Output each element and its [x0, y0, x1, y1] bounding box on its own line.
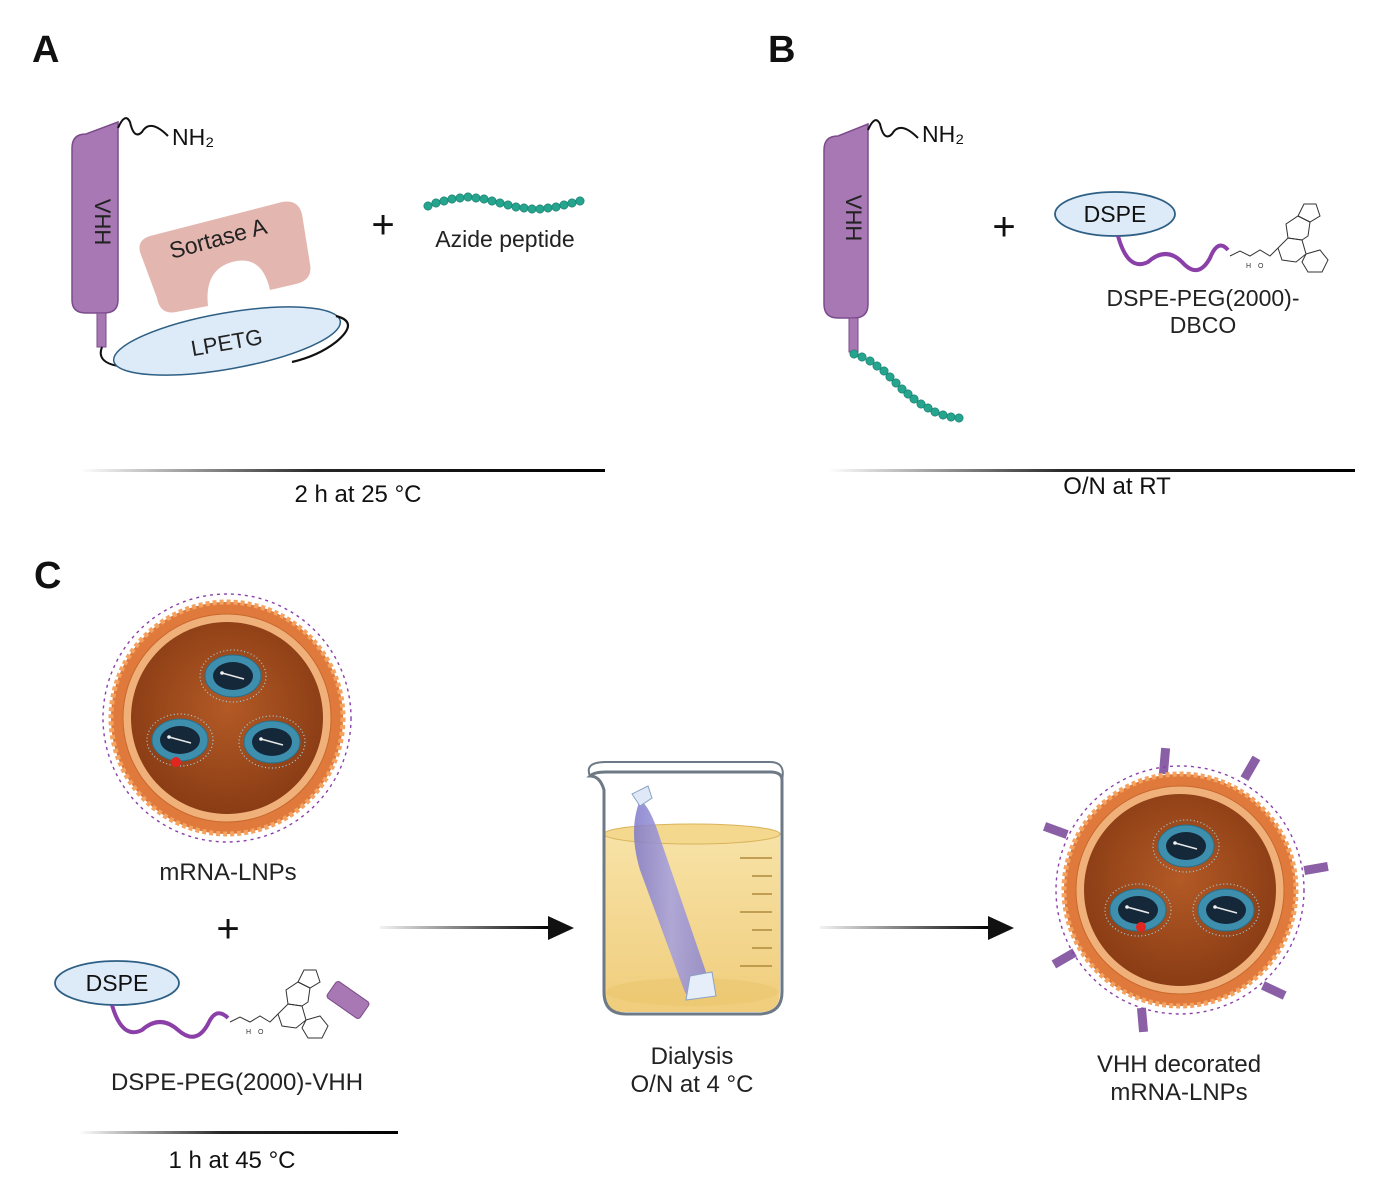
- panel-b-plus: +: [992, 205, 1015, 249]
- panel-a-letter: A: [32, 29, 59, 71]
- panel-a-divider: [80, 469, 605, 472]
- panel-b-product-line1: DSPE-PEG(2000)-: [1106, 285, 1299, 311]
- sortase-enzyme-icon: [139, 201, 311, 313]
- dspe-peg-vhh-icon: [54, 960, 370, 1039]
- dialysis-beaker-icon: [586, 761, 784, 1016]
- panel-b-product-line2: DBCO: [1170, 312, 1236, 338]
- panel-c: C mRNA-LNPs + DSPE DSPE-PEG(2000)-VHH 1 …: [34, 555, 1329, 1174]
- lpetg-tag: [112, 306, 350, 376]
- conjugate-dspe-label: DSPE: [86, 970, 149, 996]
- panel-a-nh2-label: NH₂: [172, 124, 214, 150]
- panel-a-vhh-label: VHH: [90, 199, 115, 245]
- dialysis-label-line1: Dialysis: [651, 1043, 734, 1070]
- dbco-structure-icon: [1229, 203, 1329, 273]
- product-label-line2: mRNA-LNPs: [1110, 1079, 1247, 1106]
- panel-a: A NH₂ VHH Sortase A LPETG +: [32, 29, 605, 508]
- dbco-structure-icon: [229, 969, 329, 1039]
- lipid-nanoparticle-icon: [1043, 747, 1329, 1033]
- panel-c-letter: C: [34, 555, 61, 597]
- lnp-label: mRNA-LNPs: [159, 859, 296, 886]
- panel-b: B NH₂ VHH + DSPE DSPE-PEG(2000)- DBCO O/…: [768, 29, 1355, 500]
- panel-b-condition: O/N at RT: [1063, 473, 1171, 500]
- panel-c-plus: +: [216, 907, 239, 951]
- arrow-icon: [820, 916, 1014, 940]
- product-label-line1: VHH decorated: [1097, 1051, 1261, 1078]
- panel-b-nh2-label: NH₂: [922, 121, 964, 147]
- panel-b-divider: [828, 469, 1355, 472]
- dialysis-label-line2: O/N at 4 °C: [631, 1071, 754, 1098]
- panel-a-condition: 2 h at 25 °C: [294, 481, 421, 508]
- conjugate-label: DSPE-PEG(2000)-VHH: [111, 1069, 363, 1096]
- lipid-nanoparticle-icon: [102, 593, 352, 843]
- panel-c-divider: [78, 1131, 398, 1134]
- vhh-nanobody-icon: [823, 119, 919, 353]
- panel-b-dspe-label: DSPE: [1084, 201, 1147, 227]
- dspe-peg-dbco-icon: [1054, 191, 1329, 273]
- panel-b-vhh-label: VHH: [841, 195, 866, 241]
- vhh-nanobody-icon: [71, 117, 169, 367]
- panel-b-letter: B: [768, 29, 795, 71]
- arrow-icon: [380, 916, 574, 940]
- panel-a-plus: +: [371, 203, 394, 247]
- panel-c-condition: 1 h at 45 °C: [168, 1147, 295, 1174]
- azide-peptide-chain-icon: [849, 349, 964, 423]
- azide-peptide-chain-icon: [423, 192, 585, 214]
- azide-peptide-label: Azide peptide: [435, 226, 574, 252]
